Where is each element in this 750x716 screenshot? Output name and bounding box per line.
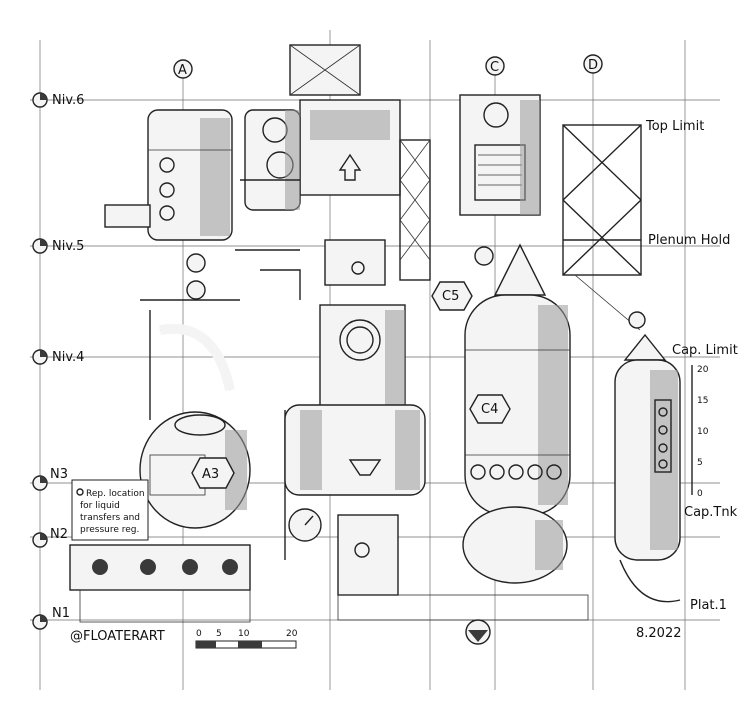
column-marker-a: A (173, 59, 193, 79)
lattice-tower (562, 124, 642, 331)
scale-tick-10: 10 (238, 629, 250, 639)
svg-text:D: D (588, 58, 598, 73)
central-lattice (399, 139, 431, 281)
scale-bar: 0 5 10 20 (195, 629, 298, 649)
label-cap-limit: Cap. Limit (672, 343, 738, 358)
tank-c4: C4 (462, 243, 571, 584)
label-plat: Plat.1 (690, 598, 727, 613)
note-line-3: transfers and (80, 513, 140, 523)
artist-signature: @FLOATERART (70, 629, 165, 644)
label-plenum-hold: Plenum Hold (648, 233, 730, 248)
level-marker-3: N3 (32, 467, 68, 491)
level-marker-5: Niv.5 (32, 238, 84, 254)
central-porthole-box (319, 239, 406, 416)
column-gauges (186, 246, 646, 329)
level-label-6: Niv.6 (52, 93, 84, 108)
lower-platform (69, 508, 589, 645)
level-marker-6: Niv.6 (32, 92, 84, 108)
capsule-tank (614, 333, 681, 603)
tank-tag-a3: A3 (202, 467, 219, 482)
scale-tick-0: 0 (196, 629, 202, 639)
svg-text:A: A (178, 63, 187, 78)
level-label-4: Niv.4 (52, 350, 84, 365)
upper-middle-instruments (244, 109, 301, 211)
column-marker-d: D (583, 54, 603, 74)
note-line-1: Rep. location (86, 489, 145, 499)
rooftop-box-b (289, 44, 401, 196)
level-gauge-scale: 20 15 10 5 0 (691, 365, 709, 499)
label-cap-tnk: Cap.Tnk (684, 505, 738, 520)
scale-tick-5: 5 (216, 629, 222, 639)
gauge-tick-10: 10 (697, 427, 709, 437)
column-marker-c: C (485, 56, 505, 76)
level-marker-2: N2 (32, 527, 68, 548)
gauge-tick-15: 15 (697, 396, 708, 406)
annotation-note: Rep. location for liquid transfers and p… (71, 479, 149, 541)
svg-text:C: C (490, 60, 499, 75)
upper-left-vessel (104, 109, 233, 241)
level-label-1: N1 (52, 606, 70, 621)
tag-c5: C5 (431, 281, 473, 311)
scale-tick-20: 20 (286, 629, 298, 639)
tank-a3: A3 (139, 411, 251, 529)
level-label-2: N2 (50, 527, 68, 542)
tank-tag-c4: C4 (481, 402, 498, 417)
label-top-limit: Top Limit (645, 119, 704, 134)
gauge-tick-0: 0 (697, 489, 703, 499)
machinery-assembly: A3 C5 C4 (69, 44, 709, 645)
middle-horizontal-tank (284, 404, 426, 496)
gauge-tick-5: 5 (697, 458, 703, 468)
note-line-4: pressure reg. (80, 525, 139, 535)
upper-c-housing (459, 94, 541, 216)
gauge-tick-20: 20 (697, 365, 709, 375)
level-marker-4: Niv.4 (32, 349, 84, 365)
sketch-date: 8.2022 (636, 626, 682, 641)
level-label-5: Niv.5 (52, 239, 84, 254)
note-line-2: for liquid (80, 501, 120, 511)
level-marker-1: N1 (32, 606, 70, 630)
level-label-3: N3 (50, 467, 68, 482)
tank-tag-c5: C5 (442, 289, 459, 304)
